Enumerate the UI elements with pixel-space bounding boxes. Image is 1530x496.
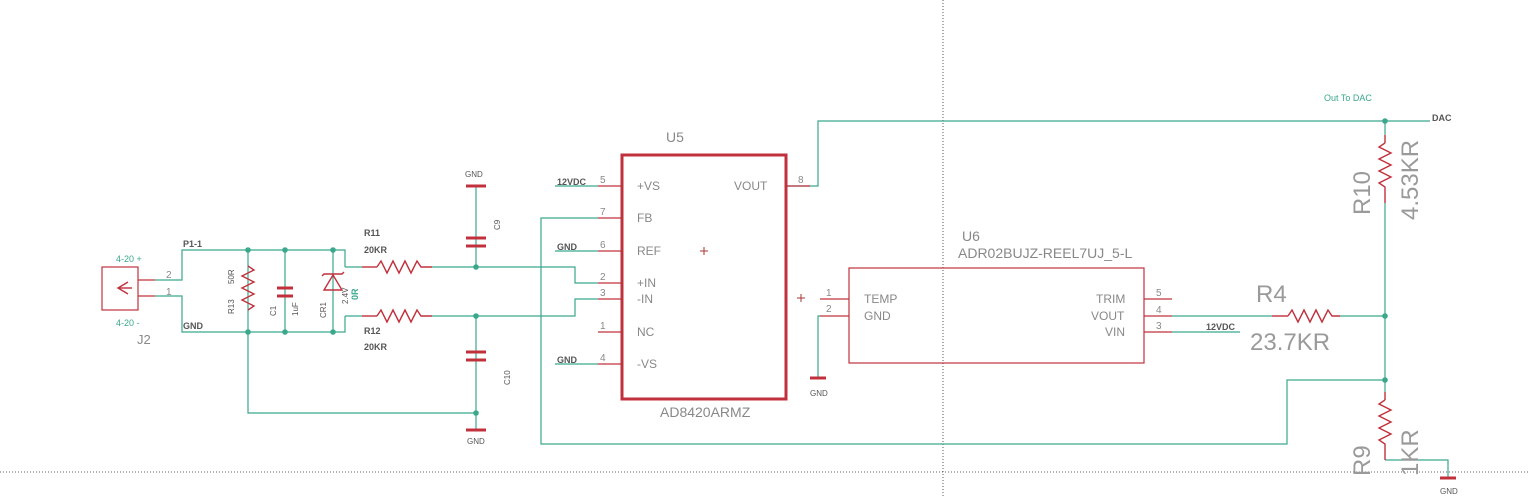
wires [155, 120, 1449, 478]
u5-pin-2-number: 2 [600, 272, 606, 283]
ic-u5[interactable]: 5 7 6 2 3 1 4 +VS FB REF +IN -IN NC -VS … [598, 129, 810, 420]
c1-ref-label: C1 [269, 305, 278, 316]
net-label-gnd-u5-ref: GND [557, 242, 578, 252]
u6-ref-label: U6 [962, 228, 980, 244]
r11-value-label: 20KR [364, 245, 388, 255]
connector-j2[interactable]: 4-20 + 4-20 - 2 1 J2 [101, 254, 172, 347]
resistor-r12[interactable]: R12 20KR [362, 308, 432, 352]
out-to-dac-label: Out To DAC [1324, 93, 1372, 103]
u6-pin-4-name: VOUT [1091, 309, 1125, 323]
u5-ref-label: U5 [666, 129, 684, 145]
u5-pin-5-number: 5 [600, 175, 606, 186]
u6-pin-3-name: VIN [1105, 325, 1125, 339]
j2-pin2-number: 2 [166, 270, 172, 281]
resistor-r4[interactable]: R4 23.7KR [1250, 281, 1340, 356]
j2-ref-label: J2 [137, 332, 151, 347]
net-label-p1-1: P1-1 [183, 239, 202, 249]
capacitor-c1[interactable]: C1 1uF [269, 286, 300, 316]
r13-ref-label: R13 [227, 299, 236, 314]
u5-pin-6-number: 6 [600, 240, 606, 251]
cr1-value-label: 2.4V [341, 287, 350, 304]
net-label-dac: DAC [1432, 113, 1452, 123]
resistor-r9[interactable]: R9 1KR [1349, 392, 1424, 476]
u5-pin-1-number: 1 [600, 321, 606, 332]
r12-ref-label: R12 [364, 326, 381, 336]
j2-pin1-number: 1 [166, 287, 172, 298]
u6-pin-1-name: TEMP [864, 292, 897, 306]
resistor-r10[interactable]: R10 4.53KR [1349, 135, 1424, 220]
u5-pin-8-number: 8 [798, 175, 804, 186]
j2-bottom-label: 4-20 - [116, 318, 140, 328]
resistor-r11[interactable]: R11 20KR [362, 228, 432, 275]
u5-pin-2-name: +IN [637, 276, 656, 290]
zero-ohm-label: 0R [350, 288, 360, 300]
u6-pin-2-number: 2 [826, 304, 832, 315]
zener-diode-cr1[interactable]: CR1 2.4V 0R [319, 271, 360, 318]
u5-pin-3-name: -IN [637, 292, 653, 306]
c9-gnd-label: GND [465, 170, 483, 179]
u6-pin-2-name: GND [864, 309, 891, 323]
r11-ref-label: R11 [364, 228, 380, 238]
right-gnd-label: GND [1440, 487, 1458, 496]
r13-value-label: 50R [227, 269, 236, 284]
u5-pin-3-number: 3 [600, 288, 606, 299]
u5-pin-8-name: VOUT [734, 179, 768, 193]
net-label-gnd-left: GND [183, 321, 204, 331]
gnd-symbol-right: GND [1440, 476, 1458, 496]
r4-ref-label: R4 [1256, 281, 1287, 308]
u5-pin-4-name: -VS [637, 357, 657, 371]
r9-ref-label: R9 [1349, 445, 1376, 476]
capacitor-c9[interactable]: C9 GND [465, 170, 502, 248]
r10-value-label: 4.53KR [1397, 140, 1424, 220]
gnd-symbol-u6: GND [810, 376, 828, 398]
net-label-12vdc-u5: 12VDC [557, 177, 587, 187]
u5-pin-7-name: FB [637, 211, 652, 225]
u6-pin-3-number: 3 [1156, 321, 1162, 332]
capacitor-c10[interactable]: C10 GND [466, 350, 512, 446]
u5-pin-4-number: 4 [600, 353, 606, 364]
net-label-12vdc-u6: 12VDC [1206, 322, 1236, 332]
u5-pin-1-name: NC [637, 325, 655, 339]
u5-value-label: AD8420ARMZ [660, 404, 751, 420]
r9-value-label: 1KR [1397, 429, 1424, 476]
c10-gnd-label: GND [467, 437, 485, 446]
c9-ref-label: C9 [493, 219, 502, 230]
r10-ref-label: R10 [1349, 171, 1376, 215]
u6-pin-5-name: TRIM [1096, 292, 1125, 306]
ic-u6[interactable]: 1 2 TEMP GND TRIM VOUT VIN 5 4 3 U6 ADR0… [820, 228, 1172, 364]
resistor-r13[interactable]: R13 50R [227, 265, 256, 314]
net-label-gnd-u5-vs: GND [557, 355, 578, 365]
u5-pin-5-name: +VS [637, 179, 660, 193]
c1-value-label: 1uF [291, 302, 300, 316]
u5-pin-6-name: REF [637, 244, 661, 258]
cr1-ref-label: CR1 [319, 301, 328, 318]
junctions [245, 118, 1388, 416]
c10-ref-label: C10 [503, 370, 512, 385]
r12-value-label: 20KR [364, 342, 388, 352]
u5-pin-7-number: 7 [600, 207, 606, 218]
j2-top-label: 4-20 + [116, 254, 142, 264]
r4-value-label: 23.7KR [1250, 329, 1330, 356]
u6-gnd-label: GND [810, 389, 828, 398]
u6-pin-1-number: 1 [826, 288, 832, 299]
u6-value-label: ADR02BUJZ-REEL7UJ_5-L [958, 245, 1132, 261]
u6-pin-5-number: 5 [1156, 288, 1162, 299]
u6-pin-4-number: 4 [1156, 305, 1162, 316]
